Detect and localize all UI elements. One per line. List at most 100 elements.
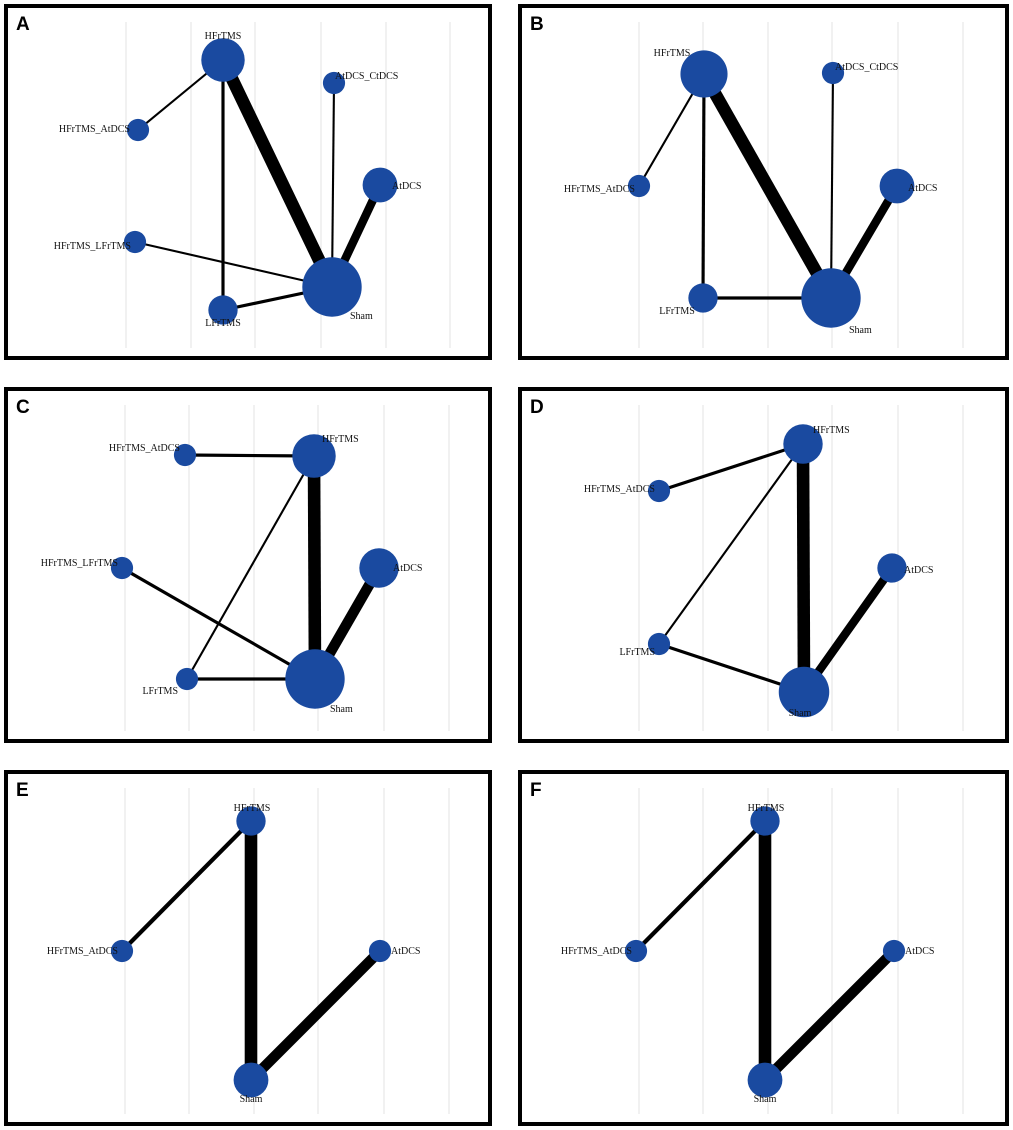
node-LFrTMS (208, 295, 238, 325)
panel-d: HFrTMS HFrTMS_AtDCS AtDCS LFrTMS Sham D (518, 387, 1009, 743)
node-LFrTMS (175, 667, 199, 691)
node-AtDCS (368, 939, 392, 963)
node-AtDCS (359, 548, 399, 588)
edge-HFrTMS_LFrTMS-Sham (121, 566, 316, 681)
node-label-Sham: Sham (789, 708, 812, 719)
node-label-HFrTMS_AtDCS: HFrTMS_AtDCS (47, 946, 118, 957)
node-label-HFrTMS: HFrTMS (234, 803, 271, 814)
node-label-Sham: Sham (240, 1094, 263, 1105)
panel-letter: D (530, 397, 544, 418)
panel-letter: C (16, 397, 30, 418)
panel-c: HFrTMS_AtDCS HFrTMS HFrTMS_LFrTMS AtDCS LFrT… (4, 387, 492, 743)
node-Sham (285, 649, 345, 709)
node-label-LFrTMS: LFrTMS (205, 318, 241, 329)
node-label-HFrTMS: HFrTMS (748, 803, 785, 814)
network-graph: HFrTMS HFrTMS_AtDCS AtDCS Sham (561, 788, 964, 1114)
node-HFrTMS (783, 424, 823, 464)
edge-AtDCS-Sham (761, 947, 898, 1084)
edge-HFrTMS-LFrTMS (658, 443, 804, 645)
node-AtDCS (877, 553, 907, 583)
network-graph: HFrTMS AtDCS_CtDCS HFrTMS_AtDCS AtDCS LFrTMS… (564, 22, 964, 348)
node-HFrTMS_AtDCS (627, 174, 651, 198)
node-label-Sham: Sham (350, 311, 373, 322)
node-label-LFrTMS: LFrTMS (659, 306, 695, 317)
node-HFrTMS_LFrTMS (123, 230, 147, 254)
panel-letter: A (16, 14, 30, 35)
node-label-HFrTMS_LFrTMS: HFrTMS_LFrTMS (54, 241, 131, 252)
node-AtDCS (882, 939, 906, 963)
edge-HFrTMS-LFrTMS (701, 73, 706, 299)
node-HFrTMS (236, 806, 266, 836)
panel-f: HFrTMS HFrTMS_AtDCS AtDCS Sham F (518, 770, 1009, 1126)
panel-letter: F (530, 780, 542, 801)
node-label-Sham: Sham (330, 704, 353, 715)
network-graph: HFrTMS HFrTMS_AtDCS AtDCS Sham (47, 788, 450, 1114)
edge-AtDCS_CtDCS-Sham (330, 82, 336, 288)
node-AtDCS (362, 167, 398, 203)
panel-letter: B (530, 14, 544, 35)
node-Sham (778, 666, 830, 718)
edge-HFrTMS-Sham (217, 57, 338, 290)
node-label-AtDCS: AtDCS (391, 946, 420, 957)
panel-e: HFrTMS HFrTMS_AtDCS AtDCS Sham E (4, 770, 492, 1126)
node-label-AtDCS: AtDCS (905, 946, 934, 957)
node-label-HFrTMS_AtDCS: HFrTMS_AtDCS (109, 443, 180, 454)
node-label-AtDCS: AtDCS (908, 183, 937, 194)
node-label-HFrTMS: HFrTMS (322, 434, 359, 445)
node-Sham (747, 1062, 783, 1098)
node-HFrTMS (680, 50, 728, 98)
node-label-AtDCS: AtDCS (393, 563, 422, 574)
panel-a: HFrTMS HFrTMS_AtDCS AtDCS_CtDCS AtDCS HFrTMS… (4, 4, 492, 360)
edge-HFrTMS_AtDCS-HFrTMS (634, 819, 767, 953)
node-Sham (233, 1062, 269, 1098)
edge-HFrTMS-LFrTMS (186, 455, 315, 680)
node-label-HFrTMS_AtDCS: HFrTMS_AtDCS (564, 184, 635, 195)
node-label-HFrTMS_AtDCS: HFrTMS_AtDCS (59, 124, 130, 135)
node-label-LFrTMS: LFrTMS (619, 647, 655, 658)
node-HFrTMS (292, 434, 336, 478)
node-label-AtDCS: AtDCS (904, 565, 933, 576)
edge-HFrTMS-Sham (698, 70, 837, 302)
node-label-AtDCS: AtDCS (392, 181, 421, 192)
node-HFrTMS_AtDCS (173, 443, 197, 467)
edge-AtDCS_CtDCS-Sham (829, 72, 835, 299)
node-HFrTMS_AtDCS (647, 479, 671, 503)
edge-AtDCS-Sham (247, 947, 384, 1084)
edge-HFrTMS_AtDCS-HFrTMS (658, 442, 804, 493)
node-label-LFrTMS: LFrTMS (142, 686, 178, 697)
node-Sham (801, 268, 861, 328)
node-HFrTMS (201, 38, 245, 82)
node-label-HFrTMS_LFrTMS: HFrTMS_LFrTMS (41, 558, 118, 569)
node-label-AtDCS_CtDCS: AtDCS_CtDCS (835, 62, 898, 73)
node-HFrTMS_LFrTMS (110, 556, 134, 580)
edge-AtDCS-Sham (800, 565, 896, 695)
node-HFrTMS_AtDCS (126, 118, 150, 142)
node-Sham (302, 257, 362, 317)
node-label-Sham: Sham (849, 325, 872, 336)
node-HFrTMS_AtDCS (110, 939, 134, 963)
node-AtDCS_CtDCS (322, 71, 346, 95)
panel-b: HFrTMS AtDCS_CtDCS HFrTMS_AtDCS AtDCS LFrTMS… (518, 4, 1009, 360)
panel-letter: E (16, 780, 29, 801)
node-HFrTMS_AtDCS (624, 939, 648, 963)
network-graph: HFrTMS HFrTMS_AtDCS AtDCS LFrTMS Sham (584, 405, 964, 731)
node-label-HFrTMS: HFrTMS (205, 31, 242, 42)
node-AtDCS (879, 168, 915, 204)
node-HFrTMS (750, 806, 780, 836)
edge-HFrTMS-Sham (307, 455, 322, 680)
node-label-HFrTMS_AtDCS: HFrTMS_AtDCS (561, 946, 632, 957)
edge-HFrTMS_AtDCS-HFrTMS (120, 819, 253, 953)
edge-HFrTMS-Sham (796, 443, 811, 693)
edge-LFrTMS-Sham (658, 642, 805, 694)
node-label-HFrTMS_AtDCS: HFrTMS_AtDCS (584, 484, 655, 495)
network-graph: HFrTMS_AtDCS HFrTMS HFrTMS_LFrTMS AtDCS LFrT… (41, 405, 450, 731)
node-LFrTMS (647, 632, 671, 656)
node-label-HFrTMS: HFrTMS (654, 48, 691, 59)
edge-HFrTMS_LFrTMS-Sham (134, 240, 333, 289)
node-AtDCS_CtDCS (821, 61, 845, 85)
node-label-AtDCS_CtDCS: AtDCS_CtDCS (335, 71, 398, 82)
node-LFrTMS (688, 283, 718, 313)
node-label-Sham: Sham (754, 1094, 777, 1105)
node-label-HFrTMS: HFrTMS (813, 425, 850, 436)
network-graph: HFrTMS HFrTMS_AtDCS AtDCS_CtDCS AtDCS HFrTMS… (54, 22, 451, 348)
